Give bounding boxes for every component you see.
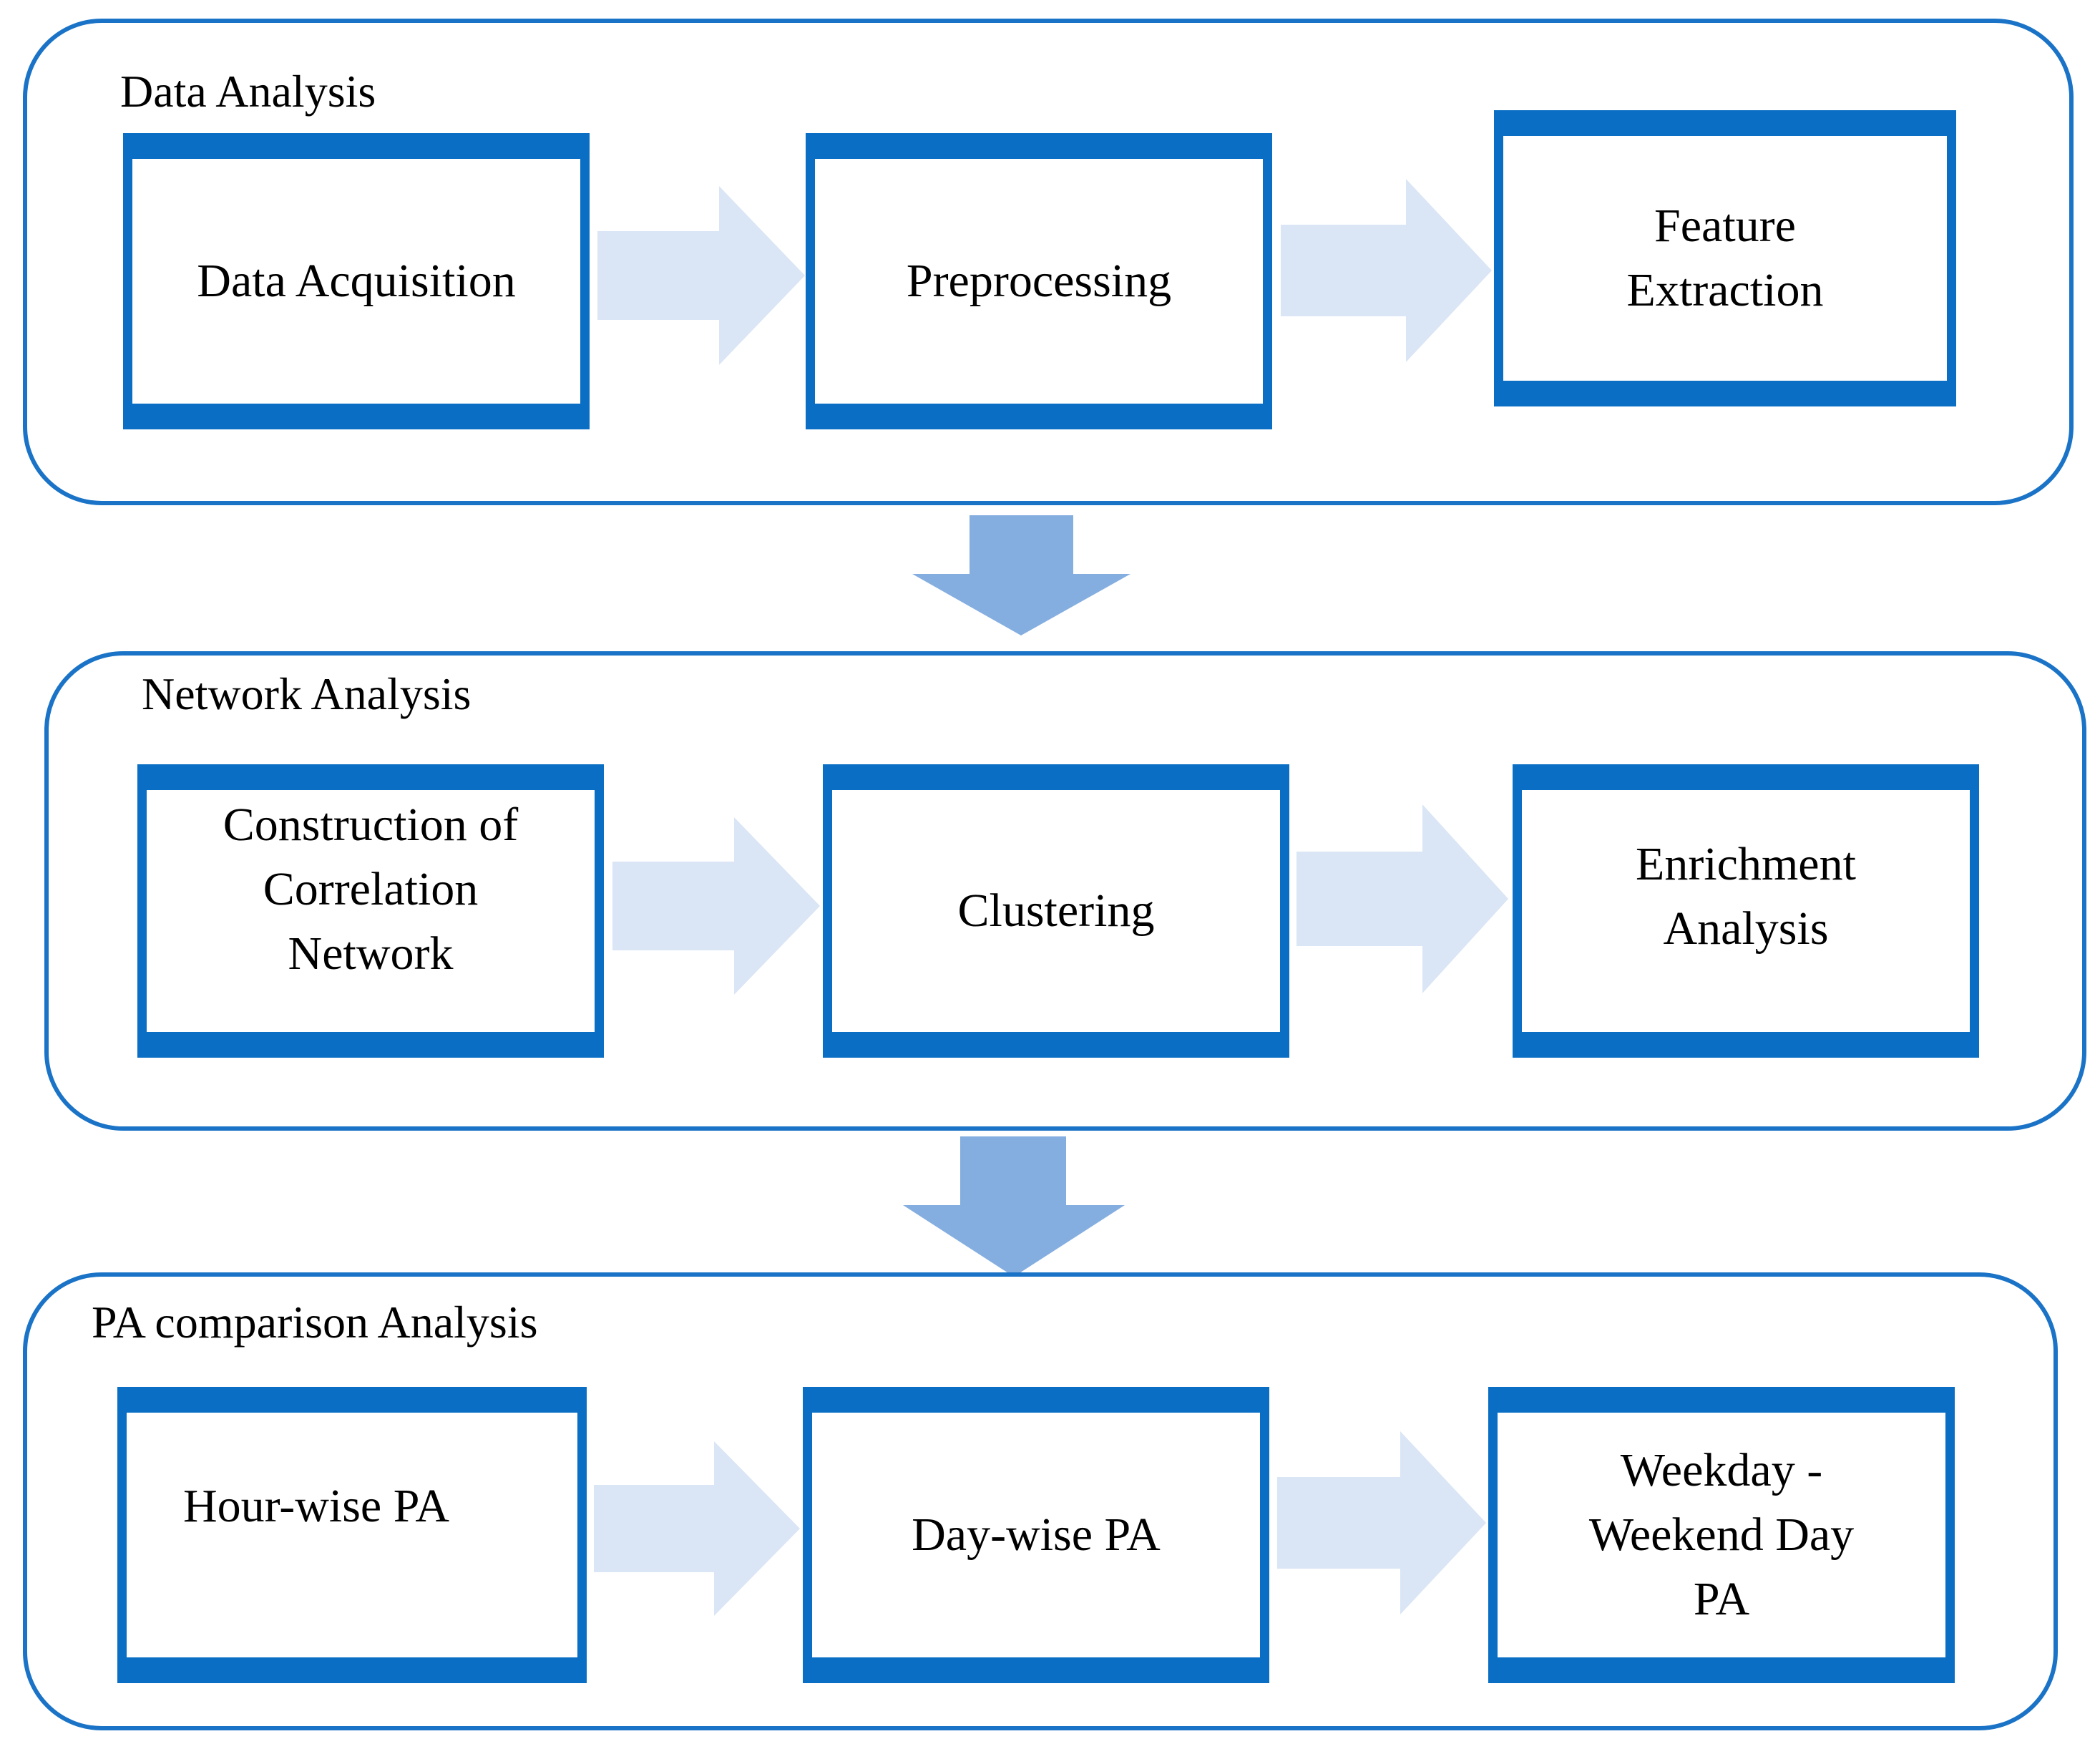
step-label: Construction of Correlation Network [223, 799, 519, 980]
flow-arrow-2b [1296, 804, 1508, 993]
step-day-wise-pa: Day-wise PA [803, 1387, 1269, 1683]
step-preprocessing: Preprocessing [806, 133, 1272, 429]
step-label: Day-wise PA [912, 1509, 1161, 1561]
flow-arrow-2a [612, 817, 820, 995]
step-label: Hour-wise PA [182, 1480, 450, 1532]
step-feature-extraction: Feature Extraction [1494, 110, 1956, 406]
step-clustering: Clustering [823, 764, 1289, 1058]
stage-arrow-1 [912, 515, 1130, 635]
step-hour-wise-pa: Hour-wise PA [117, 1387, 587, 1683]
flow-arrow-3b [1277, 1431, 1486, 1614]
step-enrichment-analysis: Enrichment Analysis [1513, 764, 1979, 1058]
step-label: Preprocessing [906, 255, 1172, 307]
step-construction-correlation-network: Construction of Correlation Network [137, 764, 604, 1058]
step-label: Feature Extraction [1626, 200, 1824, 316]
step-label: Weekday - Weekend Day PA [1588, 1444, 1855, 1625]
step-weekday-weekend-day-pa: Weekday - Weekend Day PA [1488, 1387, 1955, 1683]
step-label: Enrichment Analysis [1636, 838, 1856, 955]
stage-arrow-2 [903, 1136, 1125, 1277]
flow-arrow-1a [597, 186, 805, 365]
step-label: Clustering [957, 885, 1155, 937]
flow-arrow-3a [594, 1441, 800, 1616]
flow-arrow-1b [1281, 179, 1492, 362]
panel-title-data-analysis: Data Analysis [120, 66, 376, 117]
panel-title-pa-comparison-analysis: PA comparison Analysis [92, 1297, 538, 1348]
step-label: Data Acquisition [197, 255, 516, 307]
panel-title-network-analysis: Network Analysis [142, 668, 472, 719]
step-data-acquisition: Data Acquisition [123, 133, 590, 429]
